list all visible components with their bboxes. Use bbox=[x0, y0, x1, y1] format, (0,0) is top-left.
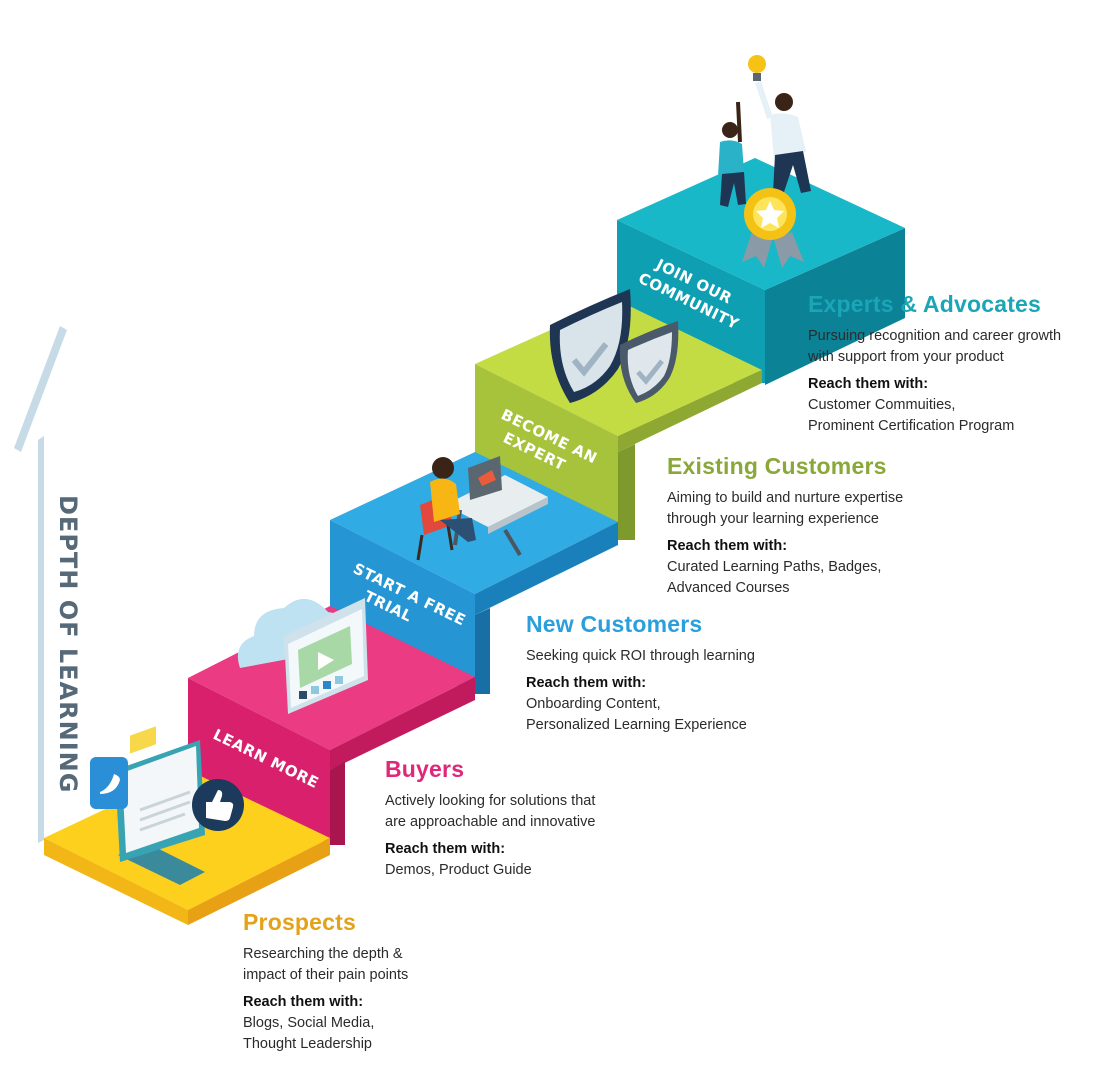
tier-reach-items: Onboarding Content, Personalized Learnin… bbox=[526, 696, 747, 733]
tier-reach-items: Demos, Product Guide bbox=[385, 862, 532, 878]
tier-heading: New Customers bbox=[526, 611, 703, 637]
bird-icon bbox=[90, 757, 128, 809]
tier-reach-label: Reach them with: bbox=[385, 841, 506, 857]
tier-experts-advocates: Experts & Advocates Pursuing recognition… bbox=[808, 290, 1098, 437]
tier-heading: Prospects bbox=[243, 909, 357, 935]
tier-description: Researching the depth & impact of their … bbox=[243, 946, 409, 983]
tier-new-customers: New Customers Seeking quick ROI through … bbox=[526, 610, 826, 736]
tier-reach-label: Reach them with: bbox=[243, 994, 364, 1010]
tier-description: Aiming to build and nurture expertise th… bbox=[667, 490, 904, 527]
tier-description: Actively looking for solutions that are … bbox=[385, 793, 596, 830]
tier-existing-customers: Existing Customers Aiming to build and n… bbox=[667, 452, 967, 599]
award-badge-icon bbox=[742, 188, 804, 268]
tier-reach-label: Reach them with: bbox=[808, 376, 929, 392]
depth-axis-arrow: DEPTH OF LEARNING bbox=[14, 326, 82, 843]
tier-reach-label: Reach them with: bbox=[526, 675, 647, 691]
thumbs-up-icon bbox=[192, 779, 244, 831]
tier-heading: Buyers bbox=[385, 756, 465, 782]
video-player-illustration bbox=[284, 598, 368, 714]
tier-heading: Experts & Advocates bbox=[808, 291, 1042, 317]
person-at-desk-illustration bbox=[416, 456, 548, 561]
depth-of-learning-label: DEPTH OF LEARNING bbox=[54, 495, 82, 793]
tier-heading: Existing Customers bbox=[667, 453, 887, 479]
shield-icons bbox=[549, 289, 679, 403]
tier-description: Pursuing recognition and career growth w… bbox=[808, 328, 1062, 365]
tier-description: Seeking quick ROI through learning bbox=[526, 648, 755, 664]
celebrating-people-illustration bbox=[718, 55, 811, 207]
tier-reach-items: Customer Commuities, Prominent Certifica… bbox=[808, 397, 1015, 434]
tier-buyers: Buyers Actively looking for solutions th… bbox=[385, 755, 685, 881]
tier-reach-items: Blogs, Social Media, Thought Leadership bbox=[243, 1015, 375, 1052]
tier-prospects: Prospects Researching the depth & impact… bbox=[243, 908, 543, 1055]
tier-reach-label: Reach them with: bbox=[667, 538, 788, 554]
tier-reach-items: Curated Learning Paths, Badges, Advanced… bbox=[667, 559, 882, 596]
step-free-trial bbox=[330, 452, 618, 694]
monitor-social-illustration bbox=[115, 726, 205, 885]
